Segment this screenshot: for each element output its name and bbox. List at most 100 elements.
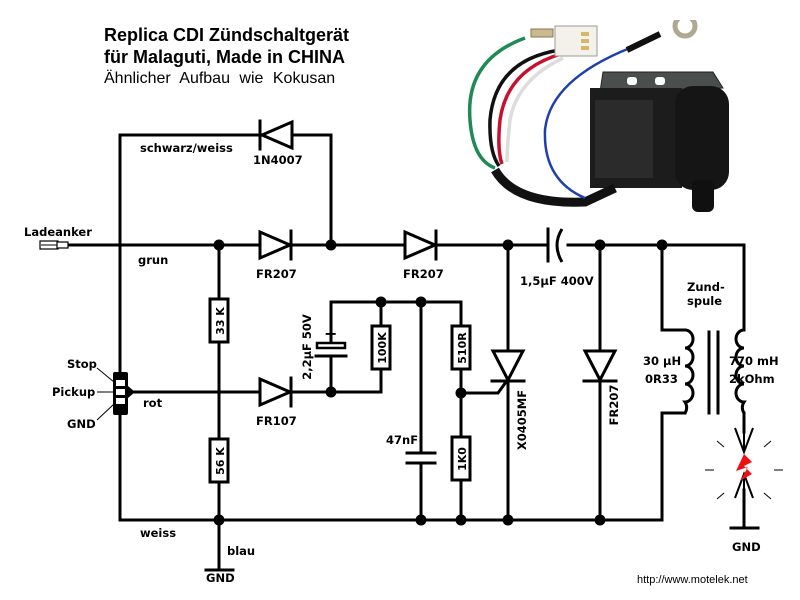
wire-weiss (118, 400, 687, 522)
label-pickup: Pickup (52, 385, 95, 399)
label-770mh: 770 mH (729, 354, 779, 368)
cdi-unit-photo (467, 20, 729, 212)
junction-dot (325, 386, 337, 398)
wire-blue (543, 46, 631, 200)
ignition-coil-cylinder (675, 86, 729, 190)
resistor-510r (450, 324, 472, 371)
spark-ray (763, 492, 772, 500)
label-spule: spule (687, 294, 722, 308)
label-2kohm: 2kOhm (729, 372, 775, 386)
label-schwarz-weiss: schwarz/weiss (140, 141, 233, 155)
diode-fr107 (258, 376, 294, 408)
spark-ray (716, 440, 725, 448)
wire-elko-top (329, 300, 463, 344)
junction-dot (502, 514, 514, 526)
label-grun: grun (138, 253, 168, 267)
label-510r: 510R (456, 332, 469, 364)
diode-fr207-flyback (582, 349, 618, 384)
label-zund: Zund- (687, 280, 725, 294)
bracket-hole (655, 77, 665, 85)
label-1n4007: 1N4007 (253, 153, 303, 167)
spark-icon (736, 454, 752, 481)
label-fr207-2: FR207 (403, 267, 444, 281)
gnd-leader-line (96, 403, 115, 421)
title-line-1: Replica CDI Zündschaltgerät (104, 25, 350, 45)
resistor-56k (208, 437, 230, 484)
label-stop: Stop (67, 357, 97, 371)
title-line-2: für Malaguti, Made in CHINA (104, 47, 346, 67)
wire-green (467, 36, 526, 170)
wire-red (497, 52, 562, 165)
label-1k0: 1K0 (456, 447, 469, 471)
title-line-3: Ähnlicher Aufbau wie Kokusan (104, 70, 336, 87)
wire-connector (554, 25, 598, 57)
wire-coil-primary-top (660, 243, 687, 332)
diode-1n4007 (258, 119, 294, 151)
wire-schwarz-weiss (118, 133, 260, 384)
label-0r33: 0R33 (645, 372, 678, 386)
junction-dot (415, 296, 427, 308)
junction-dot (594, 239, 606, 251)
hv-outlet (692, 180, 714, 212)
ring-terminal-sleeve (625, 31, 662, 53)
ignition-coil (682, 328, 747, 415)
label-gnd-main: GND (206, 571, 235, 585)
wire-coil-secondary-top (660, 243, 746, 332)
label-weiss: weiss (140, 526, 176, 540)
junction-dot (594, 514, 606, 526)
junction-dot (213, 239, 225, 251)
ladeanker-connector (39, 240, 69, 250)
label-2-2uf: 2,2µF 50V (300, 314, 314, 380)
wire-black (488, 48, 561, 168)
bullet-connector (530, 28, 554, 38)
stop-leader-line (96, 367, 115, 383)
junction-dot (415, 514, 427, 526)
resistor-100k (370, 324, 392, 371)
capacitor-2-2uf-elko (314, 341, 348, 358)
label-ladeanker: Ladeanker (24, 225, 92, 239)
label-blau: blau (227, 544, 255, 558)
label-100k: 100K (376, 332, 389, 364)
junction-dot (455, 387, 467, 399)
label-56k: 56 K (214, 447, 227, 475)
wire-gate (459, 379, 509, 395)
thyristor-x0405mf (490, 349, 526, 384)
label-fr107: FR107 (256, 414, 297, 428)
label-30uh: 30 µH (643, 354, 681, 368)
wire-bundle-sleeve (491, 167, 617, 207)
bracket-hole (627, 77, 637, 85)
label-fr207-1: FR207 (256, 267, 297, 281)
diode-fr207-2 (403, 229, 439, 261)
label-gnd-pickup: GND (67, 417, 96, 431)
wiring (66, 133, 760, 572)
wire-white (505, 56, 564, 163)
junction-dot (502, 239, 514, 251)
resistor-33k (208, 297, 230, 344)
coil-primary-winding (682, 328, 695, 414)
junction-dot (213, 514, 225, 526)
footer-url: http://www.motelek.net (637, 574, 748, 586)
capacitor-1-5uf (546, 227, 564, 263)
pickup-connector (96, 367, 135, 421)
label-elko-plus: + (324, 324, 337, 343)
spark-gap (705, 427, 783, 500)
junctions (213, 239, 668, 526)
capacitor-47nf (405, 451, 437, 465)
label-rot: rot (143, 396, 163, 410)
coil-secondary-winding (734, 328, 747, 414)
spark-ray (763, 440, 772, 448)
diode-fr207-1 (258, 229, 294, 261)
label-47nf: 47nF (386, 433, 418, 447)
junction-dot (325, 239, 337, 251)
label-x0405mf: X0405MF (515, 390, 529, 450)
junction-dot (455, 514, 467, 526)
label-fr207-flyback: FR207 (607, 385, 621, 426)
ring-terminal (672, 20, 698, 39)
label-gnd-spark: GND (732, 540, 761, 554)
label-33k: 33 K (214, 307, 227, 335)
title-block: Replica CDI Zündschaltgerät für Malaguti… (104, 24, 349, 90)
resistor-1k0 (450, 435, 472, 482)
junction-dot (375, 296, 387, 308)
label-1-5uf: 1,5µF 400V (520, 274, 594, 288)
